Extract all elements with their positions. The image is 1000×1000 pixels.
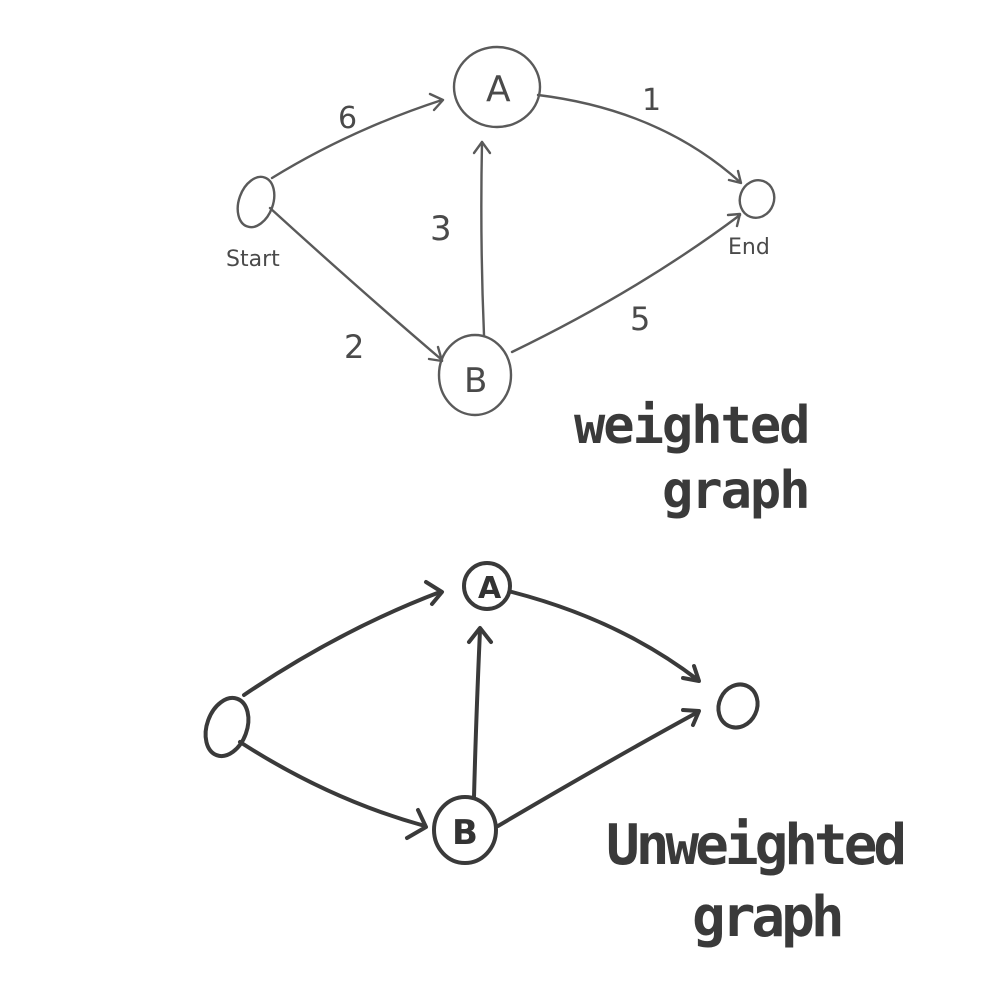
unweighted-edge-start-b — [238, 740, 428, 840]
unweighted-node-b — [432, 795, 498, 865]
weighted-graph: A B Start End 6 1 3 2 5 weighted graph — [226, 45, 811, 521]
weighted-edge-start-a — [270, 92, 445, 180]
unweighted-node-a-label: A — [478, 571, 502, 606]
weight-label-start-b: 2 — [344, 328, 364, 366]
weighted-node-a — [452, 45, 542, 129]
weighted-start-label: Start — [226, 247, 280, 272]
unweighted-node-start — [203, 695, 251, 759]
weight-label-b-end: 5 — [630, 300, 650, 338]
unweighted-edge-b-end — [496, 708, 701, 828]
weighted-graph-title-line1: weighted — [574, 396, 808, 456]
weighted-node-b — [437, 333, 513, 417]
unweighted-graph-title-line2: graph — [692, 885, 841, 950]
weighted-node-b-label: B — [464, 361, 487, 401]
weighted-graph-title-line2: graph — [662, 461, 809, 521]
weighted-edge-a-end — [536, 93, 743, 185]
unweighted-node-end — [716, 682, 760, 730]
weighted-edge-b-end — [510, 212, 742, 354]
weight-label-b-a: 3 — [430, 209, 452, 249]
weighted-edge-b-a — [472, 140, 492, 337]
weighted-node-a-label: A — [486, 69, 511, 110]
unweighted-edge-b-a — [467, 626, 493, 799]
unweighted-edge-start-a — [242, 580, 444, 697]
weighted-node-start — [236, 175, 276, 229]
weight-label-start-a: 6 — [338, 101, 357, 136]
weighted-node-end — [738, 179, 776, 219]
weighted-edge-start-b — [268, 206, 444, 363]
unweighted-node-b-label: B — [452, 813, 478, 853]
unweighted-graph-title-line1: Unweighted — [606, 813, 903, 878]
unweighted-edge-a-end — [510, 590, 701, 683]
unweighted-graph: A B Unweighted graph — [203, 561, 907, 950]
unweighted-node-a — [462, 561, 512, 611]
weight-label-a-end: 1 — [642, 83, 661, 118]
weighted-end-label: End — [728, 235, 770, 260]
